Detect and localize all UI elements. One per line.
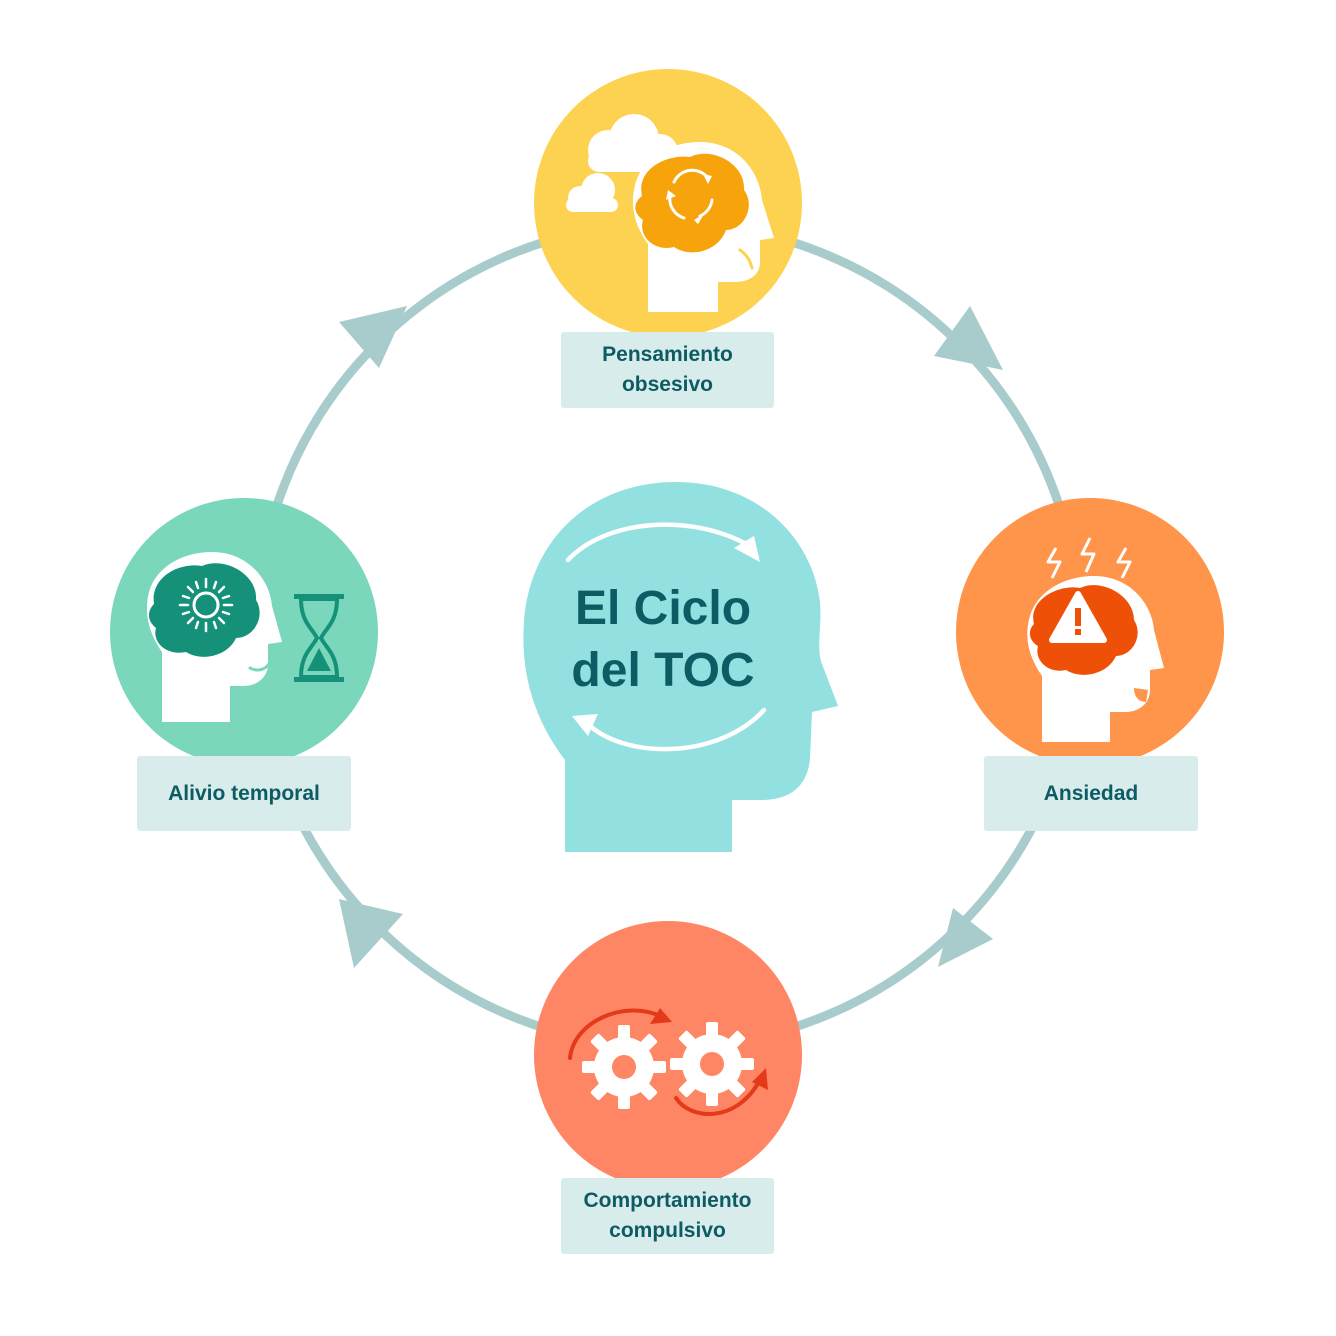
obsessive-thought-label-line1: Pensamiento [602,343,733,366]
head-brain-warning-icon [1027,537,1164,742]
anxiety-node [956,498,1224,766]
hourglass-icon [294,594,344,682]
obsessive-thought-label-line2: obsesivo [621,373,714,396]
head-sun-hourglass-icon [146,552,344,722]
center-title: El Ciclo del TOC [548,578,778,702]
center-head-icon [523,482,838,852]
anxiety-label-text: Ansiedad [1043,781,1139,805]
compulsive-behavior-label: Comportamiento compulsivo [561,1178,774,1254]
temporary-relief-label: Alivio temporal [137,756,351,831]
obsessive-thought-node [534,69,802,337]
arrow-top-left [339,306,407,368]
obsessive-thought-label: Pensamiento obsesivo [561,332,774,408]
compulsive-behavior-node [534,921,802,1189]
temporary-relief-node [110,498,378,766]
center-title-line1: El Ciclo [574,582,752,635]
compulsive-behavior-label-line1: Comportamiento [583,1189,752,1212]
arrow-top-right [934,306,1003,370]
compulsive-behavior-label-line2: compulsivo [609,1219,726,1242]
arrow-bottom-left [339,899,403,968]
head-brain-clouds-icon [566,114,774,312]
arrow-bottom-right [938,908,993,967]
gears-cycle-icon [568,1008,768,1116]
anxiety-label: Ansiedad [984,756,1198,831]
center-title-line2: del TOC [571,644,755,697]
temporary-relief-label-text: Alivio temporal [168,781,320,805]
